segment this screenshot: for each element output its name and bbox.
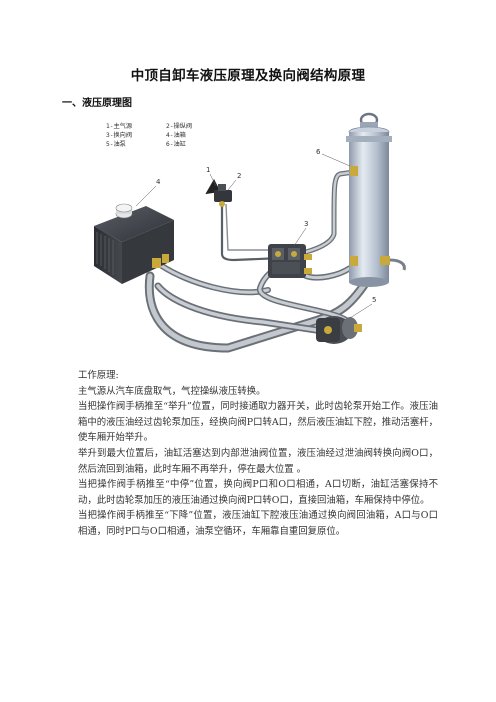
paragraph: 当把操作阀手柄推至“举升”位置，同时接通取力器开关，此时齿轮泵开始工作。液压油箱…	[78, 401, 438, 444]
callout-number: 5	[372, 296, 376, 304]
callout-number: 4	[156, 178, 161, 186]
section-heading: 一、液压原理图	[62, 98, 132, 109]
legend-item: 2-操纵阀	[166, 122, 192, 130]
callout-number: 2	[237, 172, 241, 180]
body-text: 工作原理: 主气源从汽车底盘取气，气控操纵液压转换。 当把操作阀手柄推至“举升”…	[78, 368, 438, 540]
paragraph: 工作原理:	[78, 370, 119, 381]
legend-item: 6-油缸	[166, 140, 186, 148]
paragraph: 当把操作阀手柄推至“中停”位置，换向阀P口和O口相通，A口切断，油缸活塞保持不动…	[78, 479, 438, 506]
paragraph: 主气源从汽车底盘取气，气控操纵液压转换。	[78, 385, 266, 397]
control-valve	[205, 178, 232, 207]
callout-number: 1	[206, 166, 210, 174]
paragraph: 当把操作阀手柄推至“下降”位置，液压油缸下腔液压油通过换向阀回油箱，A口与O口相…	[78, 510, 438, 537]
diagram-legend: 1-主气源 3-换向阀 5-油泵 2-操纵阀 4-油箱 6-油缸	[106, 122, 192, 148]
callouts	[135, 153, 373, 319]
pipes	[144, 169, 375, 353]
gear-pump	[316, 316, 362, 344]
paragraph: 举升到最大位置后，油缸活塞达到内部泄油阀位置，液压油经过泄油阀转换向阀O口，然后…	[78, 447, 438, 475]
legend-item: 5-油泵	[106, 140, 126, 148]
callout-number: 6	[316, 148, 321, 156]
oil-tank	[94, 203, 174, 284]
hydraulic-diagram: 1-主气源 3-换向阀 5-油泵 2-操纵阀 4-油箱 6-油缸	[88, 108, 418, 362]
legend-item: 4-油箱	[166, 131, 186, 139]
hydraulic-diagram-svg: 1-主气源 3-换向阀 5-油泵 2-操纵阀 4-油箱 6-油缸	[94, 112, 406, 353]
legend-item: 1-主气源	[106, 122, 132, 130]
reversing-valve	[268, 244, 312, 278]
page-title: 中顶自卸车液压原理及换向阀结构原理	[130, 68, 366, 84]
callout-number: 3	[304, 220, 308, 228]
oil-cylinder	[346, 112, 406, 287]
legend-item: 3-换向阀	[106, 131, 132, 139]
